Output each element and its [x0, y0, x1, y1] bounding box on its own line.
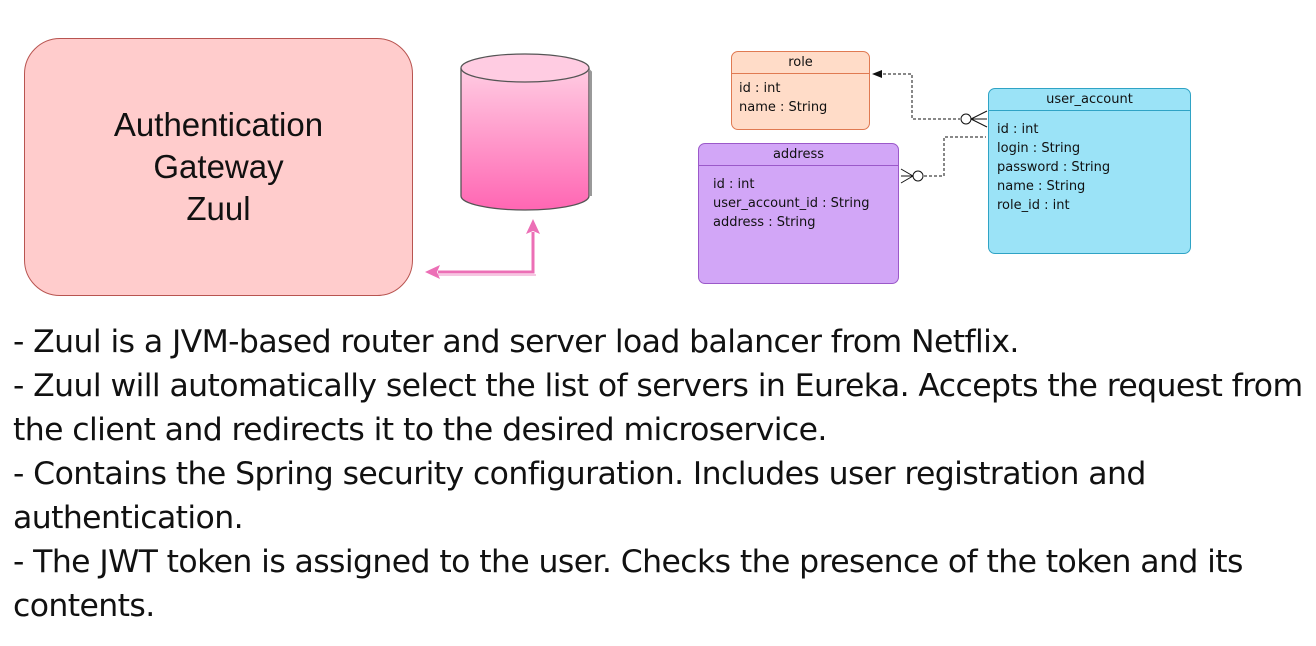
- entity-role-title: role: [732, 52, 869, 74]
- gateway-label-line-2: Gateway: [153, 148, 284, 185]
- entity-user-account-field: login : String: [997, 141, 1081, 156]
- entity-address-title: address: [699, 144, 898, 166]
- gateway-label-line-1: Authentication: [113, 106, 324, 143]
- relation-arrow-icon: [872, 70, 882, 78]
- entity-user-account-field: role_id : int: [997, 198, 1070, 213]
- gateway-database-connector: [425, 219, 540, 279]
- note-line: - Zuul is a JVM-based router and server …: [13, 324, 1019, 360]
- entity-user-account: user_account id : int login : String pas…: [988, 88, 1191, 254]
- gateway-label-line-3: Zuul: [186, 190, 251, 227]
- arrow-head-left-icon: [425, 265, 440, 279]
- database-cylinder: [460, 53, 592, 211]
- entity-address-field: address : String: [713, 215, 816, 230]
- relation-address-user-account: [900, 136, 986, 184]
- arrow-head-up-icon: [526, 219, 540, 234]
- entity-address: address id : int user_account_id : Strin…: [698, 143, 899, 284]
- entity-role-field: name : String: [739, 100, 828, 115]
- notes-block: - Zuul is a JVM-based router and server …: [13, 320, 1303, 628]
- entity-user-account-field: name : String: [997, 179, 1086, 194]
- entity-address-field: id : int: [713, 177, 755, 192]
- entity-address-field: user_account_id : String: [713, 196, 870, 211]
- auth-gateway-box: Authentication Gateway Zuul: [24, 38, 413, 296]
- note-line: - Contains the Spring security configura…: [13, 456, 1146, 536]
- note-line: - Zuul will automatically select the lis…: [13, 368, 1303, 448]
- entity-role-field: id : int: [739, 81, 781, 96]
- entity-role: role id : int name : String: [731, 51, 870, 130]
- entity-user-account-field: password : String: [997, 160, 1111, 175]
- entity-user-account-field: id : int: [997, 122, 1039, 137]
- relation-role-user-account: [872, 70, 988, 128]
- note-line: - The JWT token is assigned to the user.…: [13, 544, 1243, 624]
- entity-user-account-title: user_account: [989, 89, 1190, 111]
